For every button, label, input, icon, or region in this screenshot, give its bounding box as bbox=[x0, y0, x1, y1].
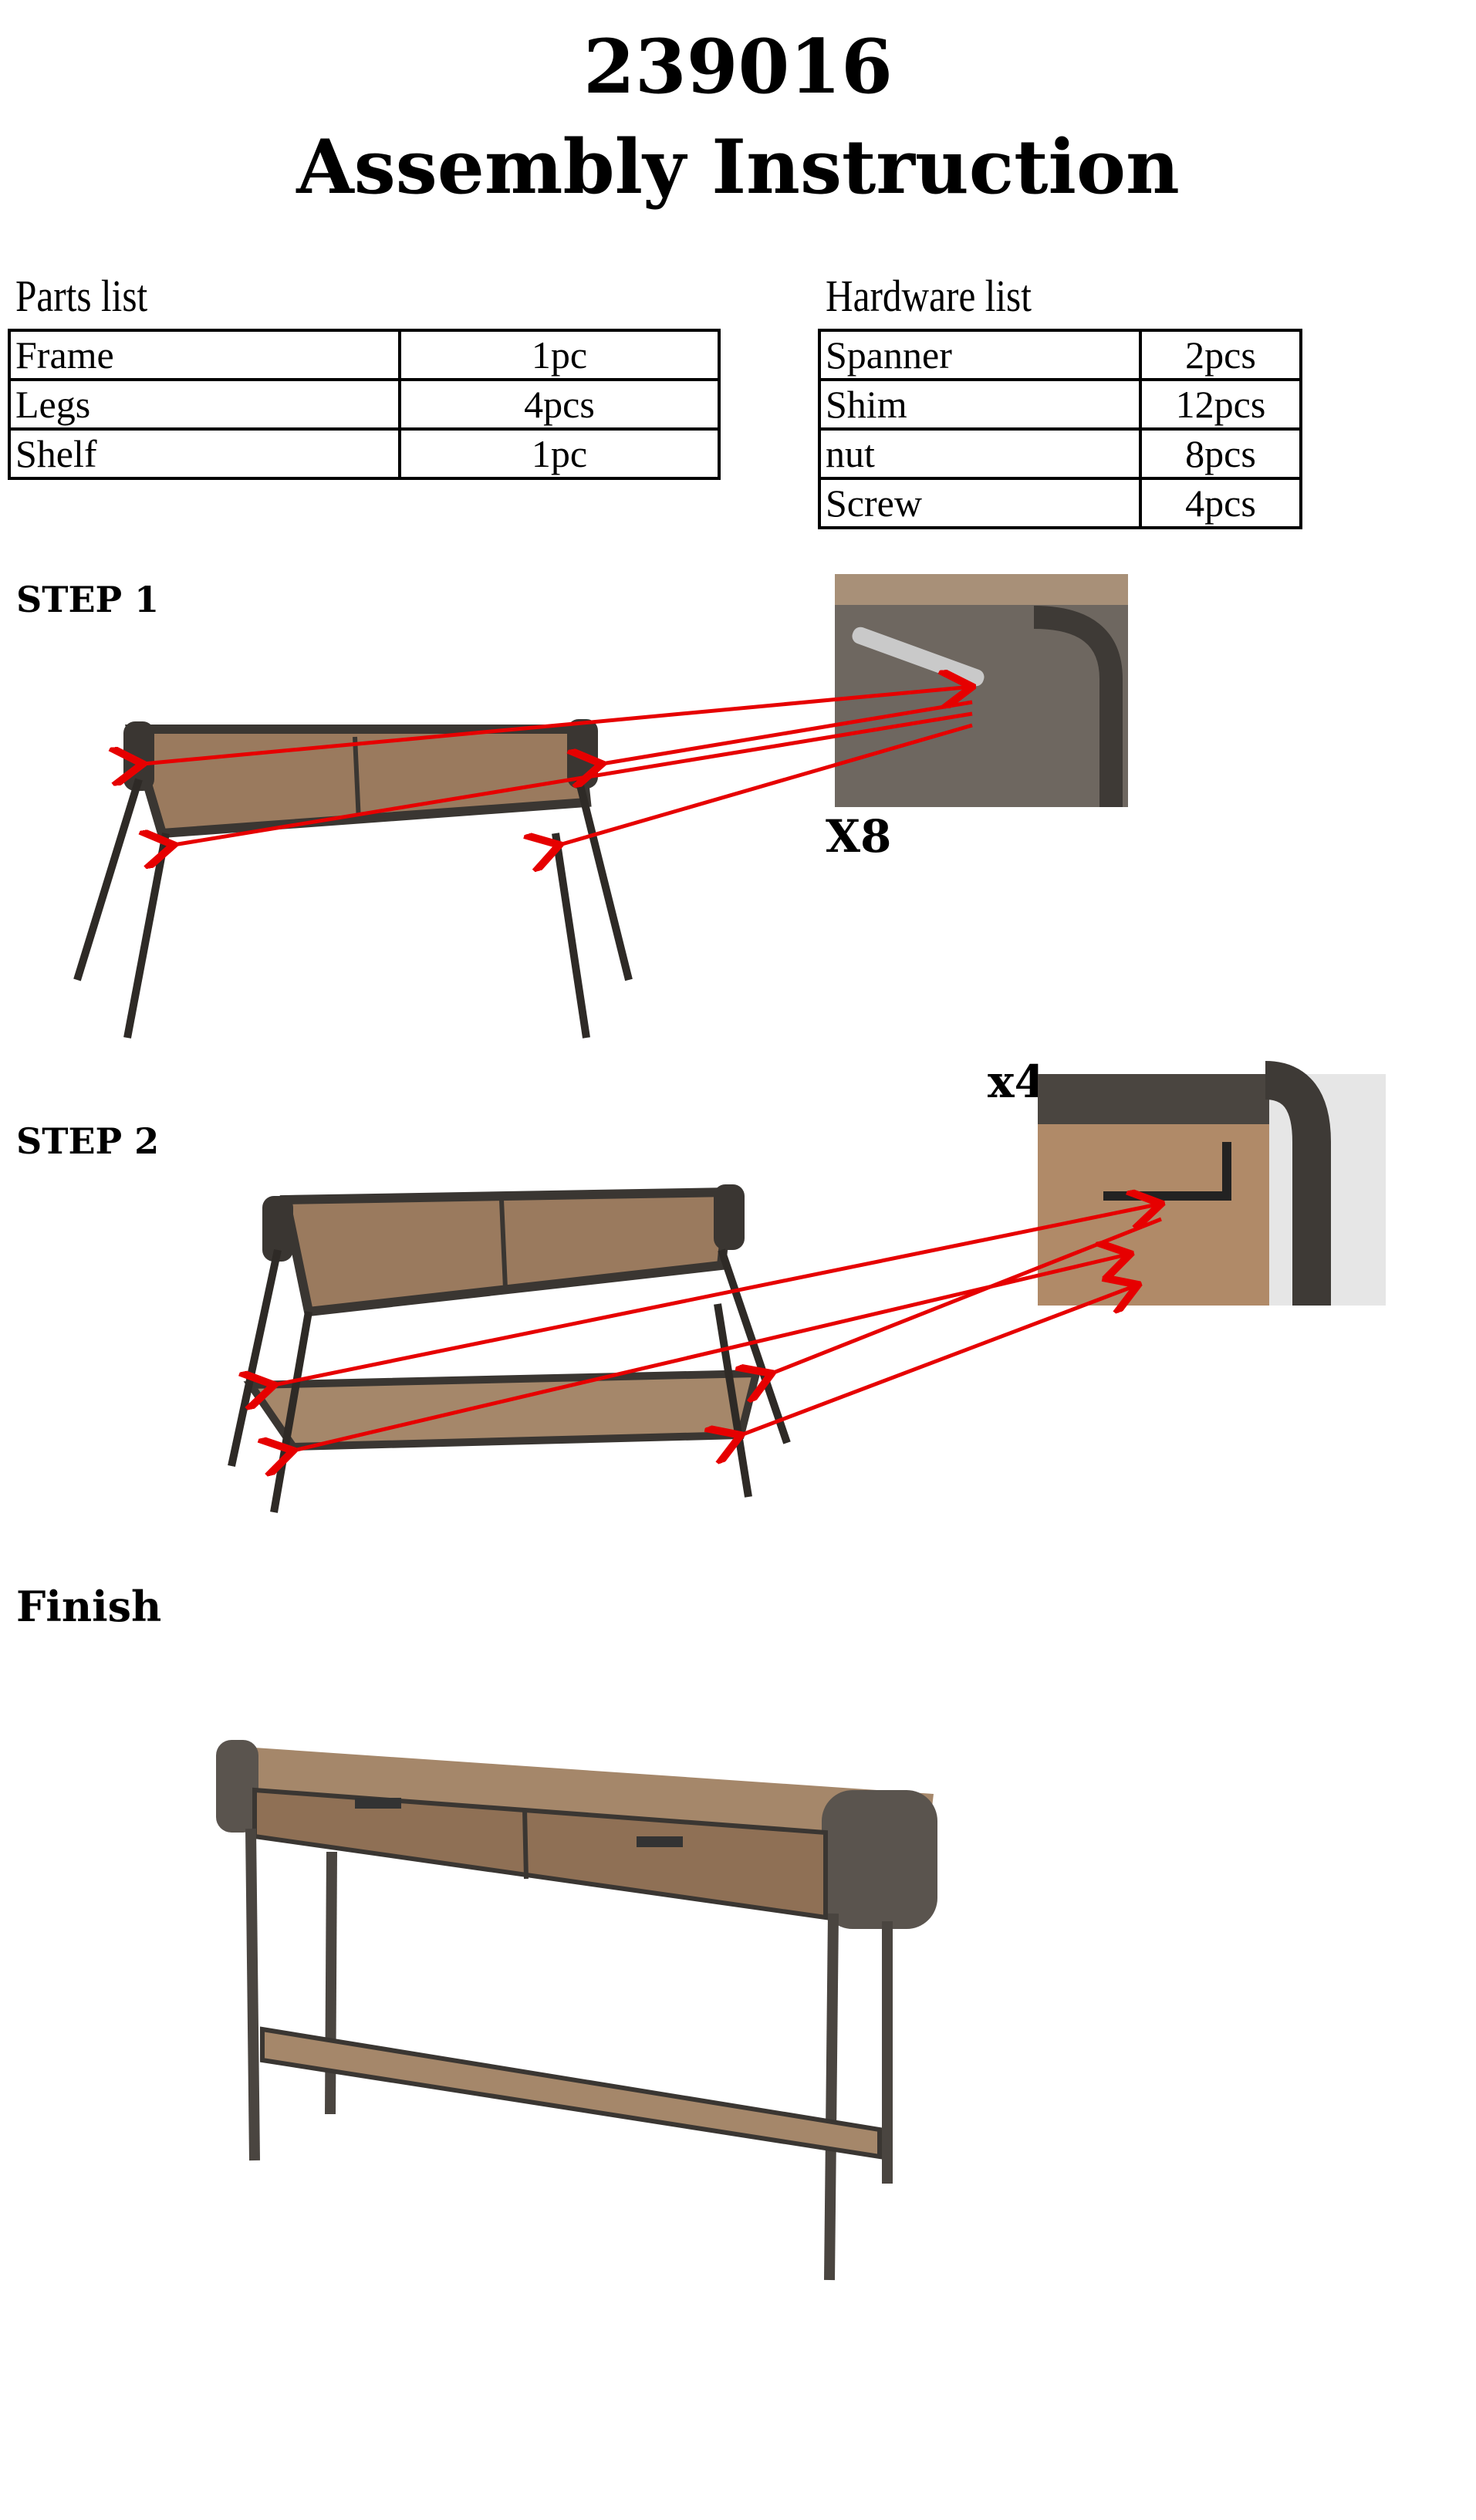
step-1-photo-leg bbox=[1033, 606, 1123, 807]
hardware-qty: 8pcs bbox=[1139, 427, 1302, 480]
part-qty: 1pc bbox=[398, 329, 721, 381]
step-1-frame-illustration bbox=[73, 719, 633, 1039]
step-1-photo-wood bbox=[835, 574, 1128, 605]
step-1-multiplier: X8 bbox=[826, 810, 892, 863]
part-name: Shelf bbox=[8, 427, 401, 480]
hardware-qty: 12pcs bbox=[1139, 378, 1302, 431]
step-2-label: STEP 2 bbox=[16, 1120, 160, 1162]
step-1-label: STEP 1 bbox=[16, 579, 160, 620]
part-name: Legs bbox=[8, 378, 401, 431]
step-2-arrows bbox=[274, 1204, 1161, 1451]
hardware-name: Shim bbox=[818, 378, 1142, 431]
product-code: 239016 bbox=[583, 23, 893, 110]
step-1-detail-photo bbox=[835, 574, 1128, 807]
hardware-qty: 2pcs bbox=[1139, 329, 1302, 381]
hardware-name: Spanner bbox=[818, 329, 1142, 381]
hardware-list-label: Hardware list bbox=[826, 271, 1032, 321]
step-1-arrows bbox=[143, 687, 972, 845]
finished-console-table-illustration bbox=[216, 1740, 937, 2281]
step-2-photo-frame bbox=[1038, 1074, 1269, 1124]
hardware-qty: 4pcs bbox=[1139, 477, 1302, 529]
part-qty: 1pc bbox=[398, 427, 721, 480]
hardware-name: Screw bbox=[818, 477, 1142, 529]
part-name: Frame bbox=[8, 329, 401, 381]
finish-label: Finish bbox=[16, 1582, 162, 1631]
step-2-photo-leg bbox=[1264, 1061, 1331, 1306]
hardware-name: nut bbox=[818, 427, 1142, 480]
page-title: Assembly Instruction bbox=[296, 123, 1180, 211]
part-qty: 4pcs bbox=[398, 378, 721, 431]
step-2-frame-illustration bbox=[228, 1184, 791, 1513]
parts-list-label: Parts list bbox=[15, 271, 148, 321]
step-2-multiplier: x4 bbox=[988, 1056, 1045, 1108]
